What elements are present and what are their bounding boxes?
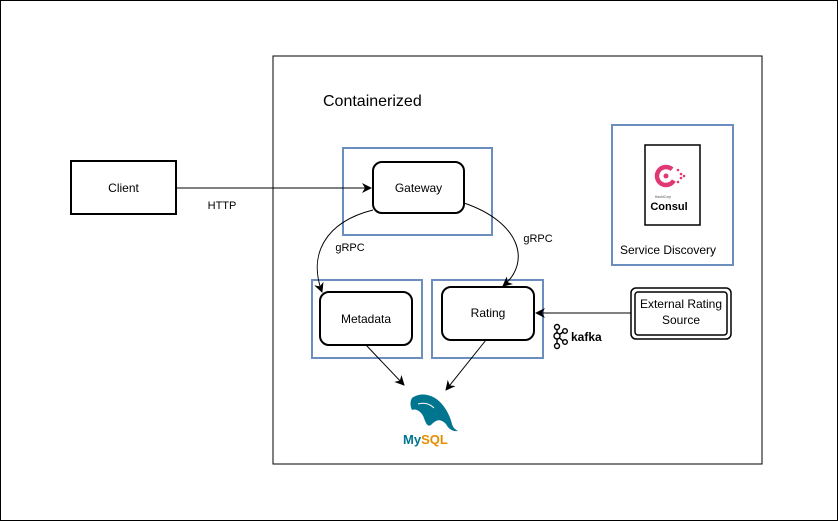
kafka-icon <box>553 323 569 350</box>
gateway-label: Gateway <box>395 181 442 195</box>
mysql-my: My <box>403 432 422 447</box>
client-label: Client <box>108 181 139 195</box>
mysql-dolphin-icon <box>410 394 458 432</box>
edge-gateway-metadata-label: gRPC <box>335 242 364 254</box>
external-rating-source-node[interactable]: External Rating Source <box>630 287 732 340</box>
external-rating-label-line2: Source <box>662 313 700 327</box>
edge-gateway-rating <box>463 202 519 287</box>
rating-frame <box>431 279 544 359</box>
svg-text:MySQL: MySQL <box>403 432 448 447</box>
edge-client-gateway-label: HTTP <box>208 200 237 212</box>
edge-gateway-rating-label: gRPC <box>523 233 552 245</box>
mysql-logo: MySQL <box>403 394 458 447</box>
client-node[interactable]: Client <box>70 160 177 215</box>
metadata-label: Metadata <box>341 312 391 326</box>
consul-wordmark: Consul <box>650 201 687 213</box>
rating-node[interactable]: Rating <box>431 279 544 359</box>
edge-metadata-mysql <box>365 344 405 386</box>
mysql-sql: SQL <box>421 432 448 447</box>
edge-gateway-metadata <box>314 209 374 293</box>
gateway-node[interactable]: Gateway <box>342 147 493 236</box>
metadata-frame <box>311 279 423 359</box>
containerized-region <box>272 55 763 465</box>
kafka-wordmark: kafka <box>571 330 602 344</box>
rating-label: Rating <box>471 306 506 320</box>
external-rating-label-line1: External Rating <box>640 297 722 311</box>
consul-small-text: HashiCorp <box>655 195 672 199</box>
consul-logo: HashiCorp Consul <box>644 144 701 226</box>
edge-rating-mysql <box>445 339 487 391</box>
service-discovery-label: Service Discovery <box>620 243 716 257</box>
service-discovery-node[interactable]: HashiCorp Consul Service Discovery <box>611 124 734 266</box>
kafka-logo: kafka <box>553 323 602 350</box>
gateway-frame <box>342 147 493 236</box>
containerized-title: Containerized <box>323 93 422 110</box>
